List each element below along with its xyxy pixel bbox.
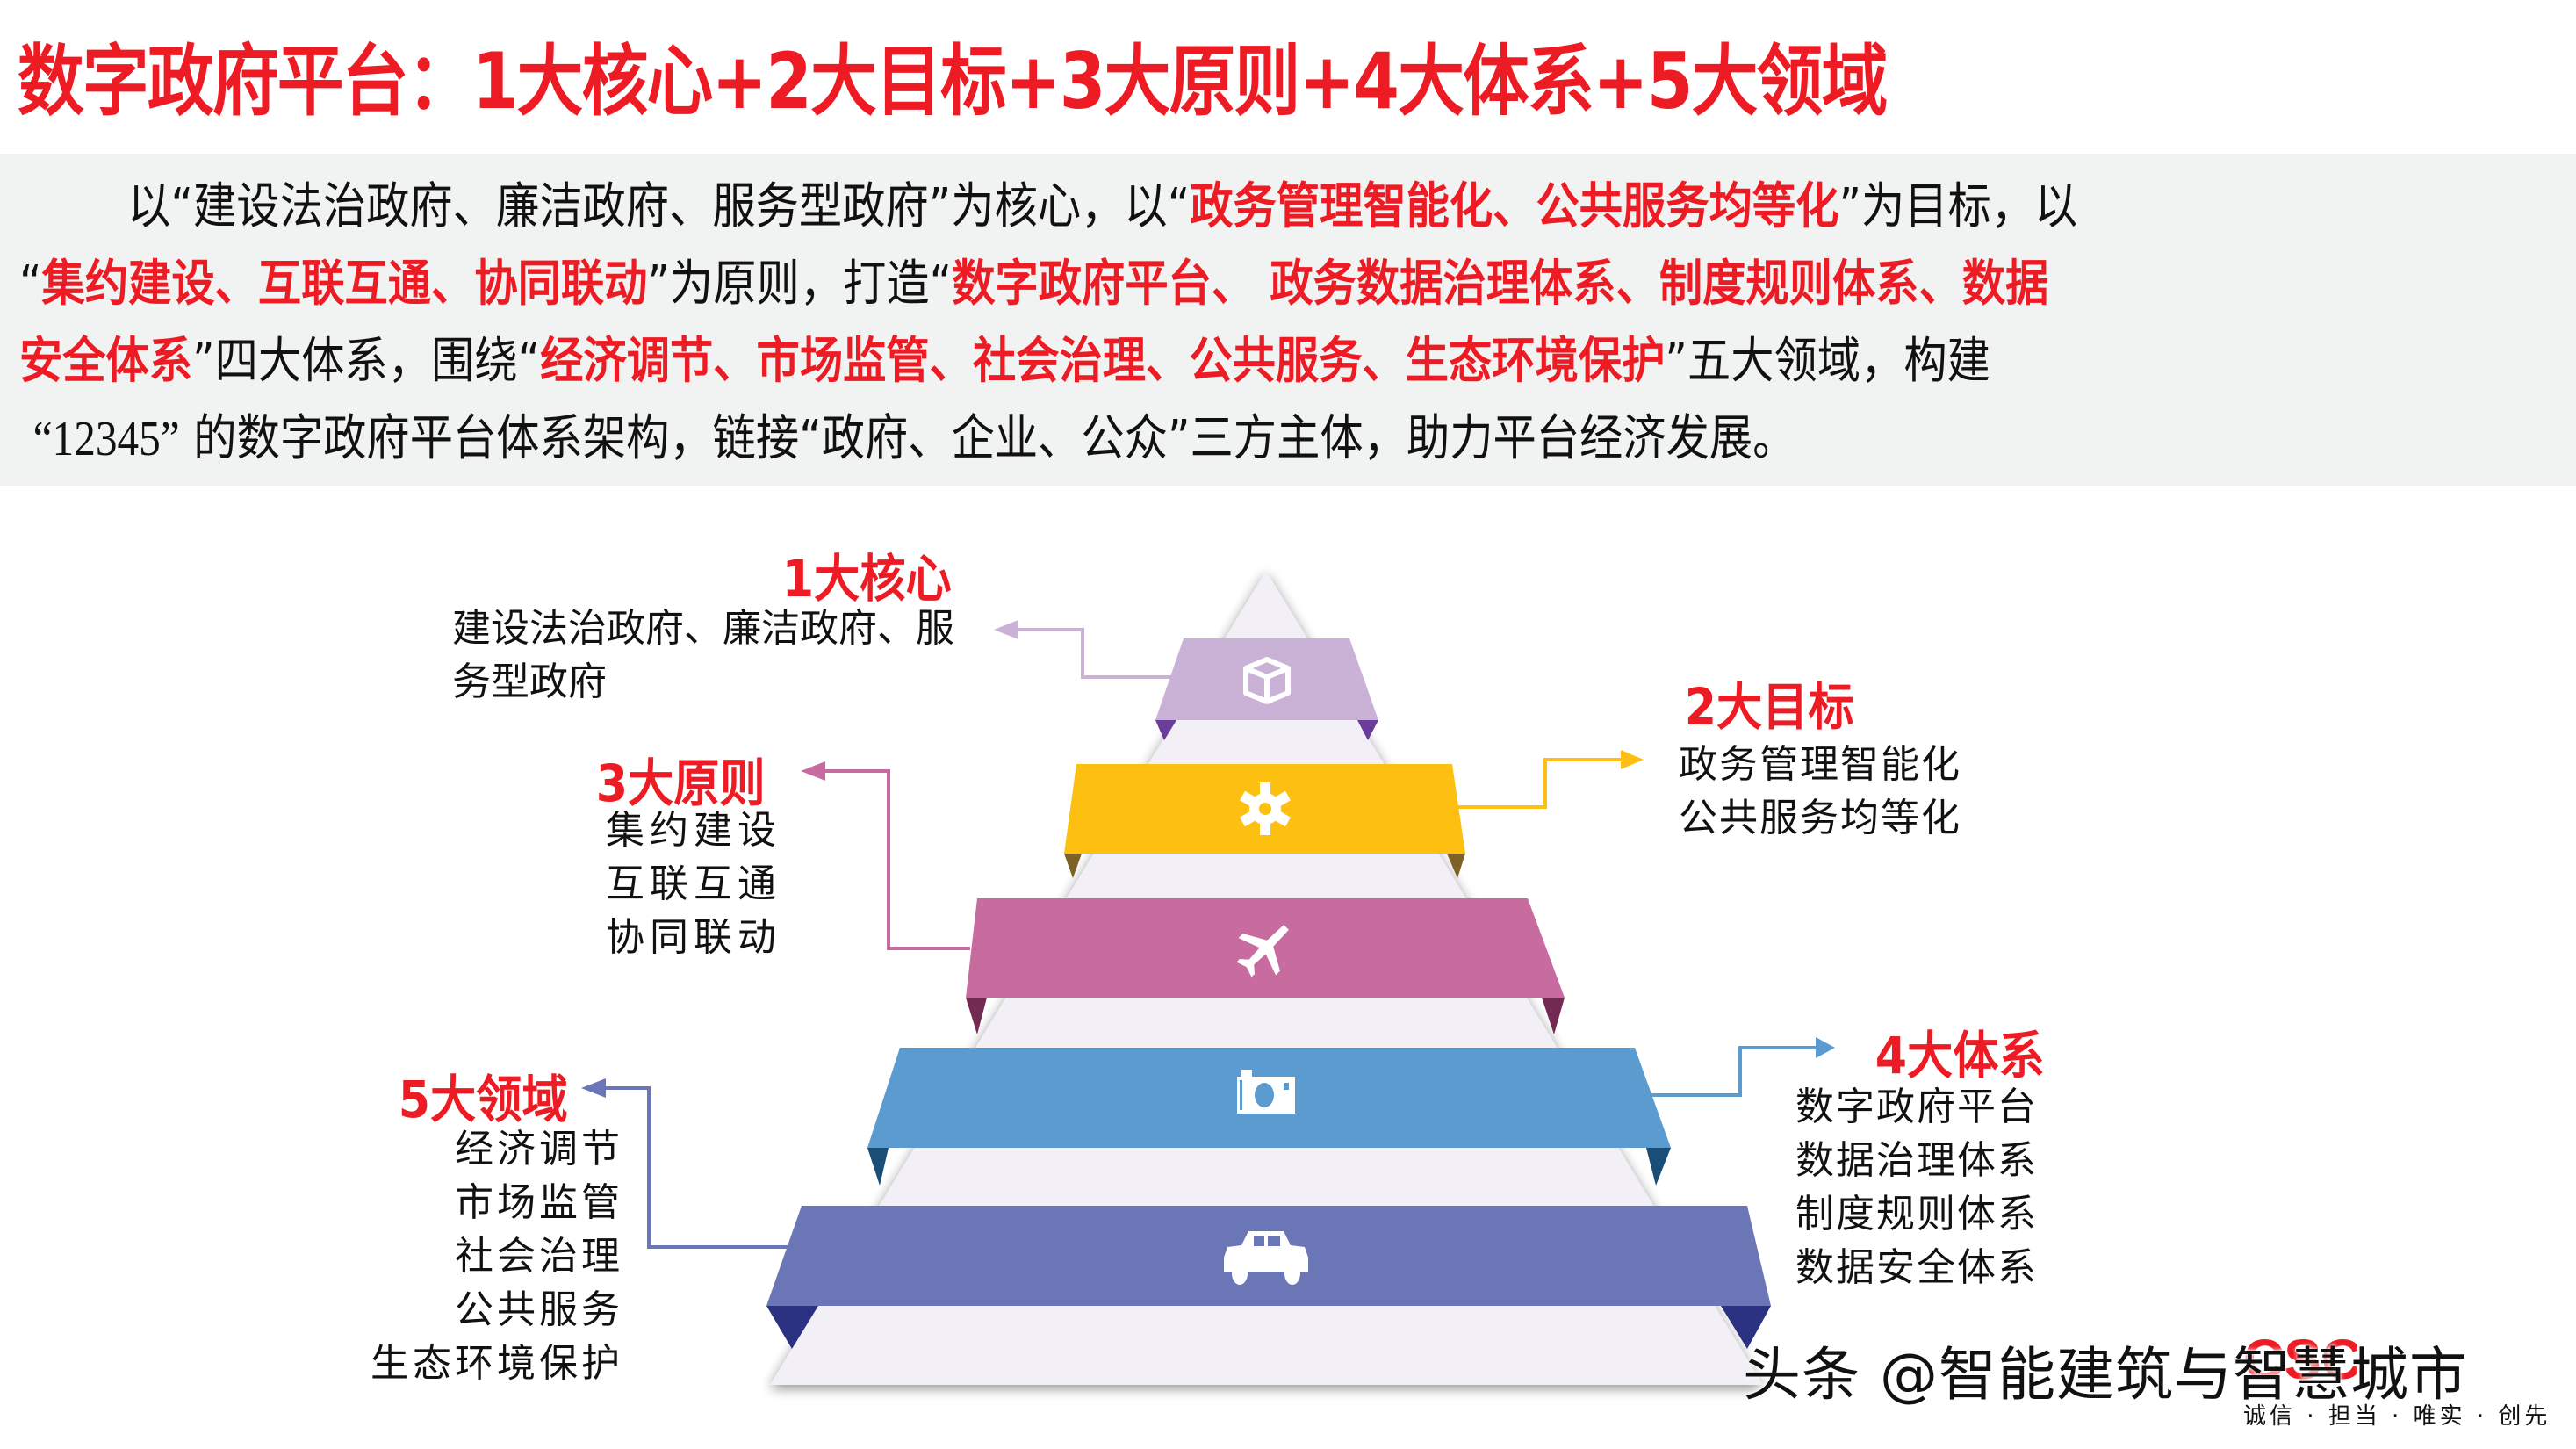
pyramid-level-5 [766, 1206, 1771, 1349]
connector-level-3 [801, 761, 970, 950]
domains-items: 经济调节 市场监管 社会治理 公共服务 生态环境保护 [371, 1127, 623, 1386]
core-items: 建设法治政府、廉洁政府、服 务型政府 [452, 606, 954, 704]
cube-icon [1243, 657, 1291, 704]
page-title: 数字政府平台：1大核心+2大目标+3大原则+4大体系+5大领域 [18, 36, 1888, 126]
fold-left [867, 1148, 889, 1186]
airplane-icon [1236, 925, 1289, 977]
systems-heading: 4大体系 [1874, 1026, 2045, 1085]
fold-right [1646, 1148, 1671, 1186]
pyramid-level-2 [1064, 764, 1465, 878]
fold-right [1357, 720, 1378, 740]
domains-highlight: 经济调节、市场监管、社会治理、公共服务、生态环境保护 [540, 333, 1666, 390]
pyramid-level-4 [867, 1048, 1671, 1186]
domains-heading: 5大领域 [398, 1070, 568, 1129]
svg-text:CSC: CSC [2243, 1328, 2357, 1389]
goals-heading: 2大目标 [1684, 677, 1854, 737]
fold-left [966, 998, 987, 1034]
connector-level-4 [1651, 1037, 1835, 1097]
car-icon [1224, 1231, 1308, 1285]
fold-right [1721, 1306, 1771, 1349]
pyramid-level-3 [966, 898, 1565, 1034]
fold-right [1447, 854, 1465, 878]
principles-heading: 3大原则 [595, 753, 766, 813]
intro-line-1: 以“建设法治政府、廉洁政府、服务型政府”为核心，以“政务管理智能化、公共服务均等… [127, 178, 2078, 235]
principles-items: 集约建设 互联互通 协同联动 [606, 808, 781, 960]
fold-right [1542, 998, 1565, 1034]
intro-paragraph: 以“建设法治政府、廉洁政府、服务型政府”为核心，以“政务管理智能化、公共服务均等… [19, 169, 2538, 478]
connector-level-2 [1457, 750, 1644, 809]
connector-level-5 [581, 1078, 788, 1249]
systems-highlight: 数字政府平台、 政务数据治理体系、制度规则体系、数据 [952, 256, 2049, 313]
intro-band [0, 154, 2576, 486]
core-heading: 1大核心 [781, 549, 952, 609]
gear-icon [1240, 782, 1291, 835]
watermark-text: 头条 @智能建筑与智慧城市 [1743, 1341, 2468, 1409]
systems-items: 数字政府平台 数据治理体系 制度规则体系 数据安全体系 [1795, 1085, 2038, 1290]
goals-highlight: 政务管理智能化、公共服务均等化 [1190, 178, 1839, 235]
connector-level-1 [994, 620, 1173, 679]
goals-items: 政务管理智能化 公共服务均等化 [1679, 742, 1961, 840]
watermark-slogan: 诚信 · 担当 · 唯实 · 创先 [2243, 1403, 2551, 1430]
fold-left [766, 1306, 818, 1349]
intro-line-3: 安全体系”四大体系，围绕“经济调节、市场监管、社会治理、公共服务、生态环境保护”… [19, 333, 1990, 390]
pyramid-level-1 [1155, 638, 1378, 740]
watermark-logo-icon: CSC [2243, 1328, 2357, 1389]
camera-icon [1237, 1070, 1295, 1114]
principles-highlight: 集约建设、互联互通、协同联动 [41, 256, 648, 313]
fold-left [1064, 854, 1082, 878]
fold-left [1155, 720, 1176, 740]
intro-line-2: “集约建设、互联互通、协同联动”为原则，打造“数字政府平台、 政务数据治理体系、… [19, 256, 2049, 313]
intro-line-4: “12345” 的数字政府平台体系架构，链接“政府、企业、公众”三方主体，助力平… [32, 410, 1796, 467]
